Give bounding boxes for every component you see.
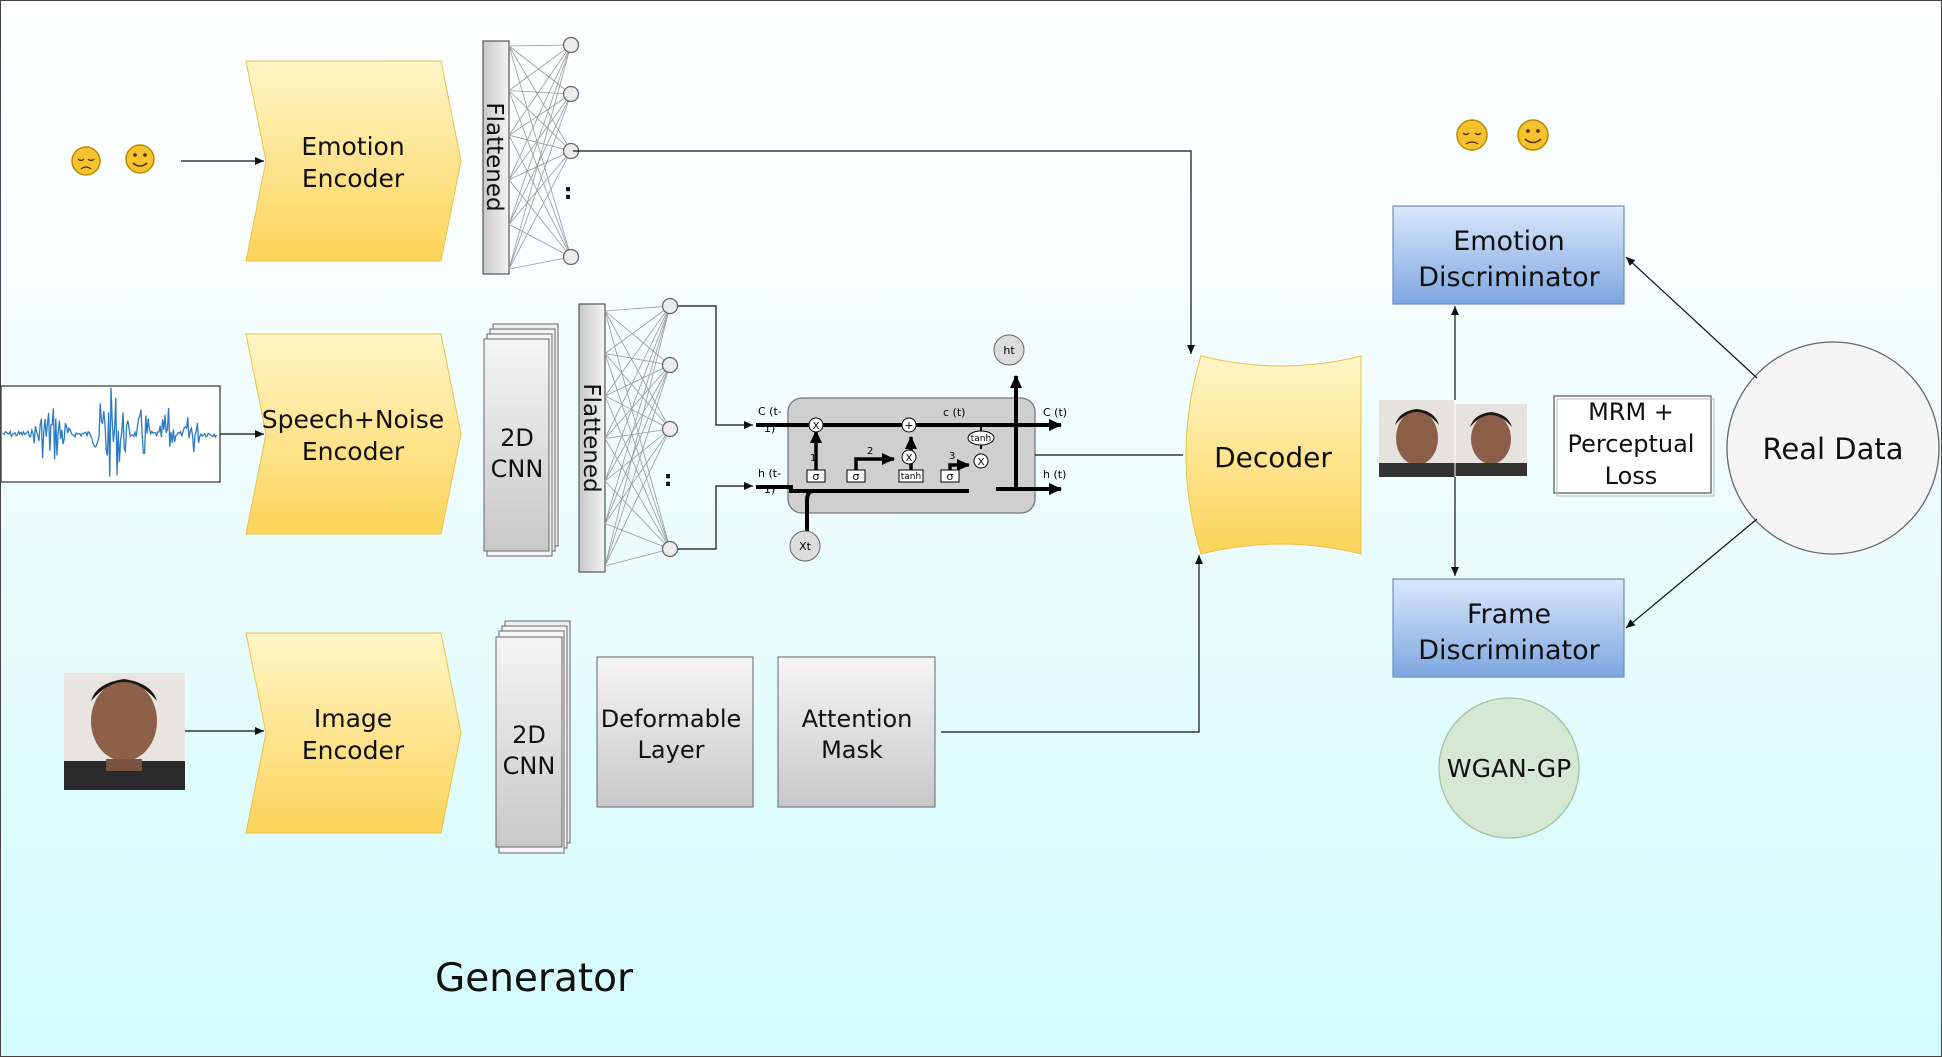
input-mult-op: X <box>906 453 913 464</box>
gate2-sigma: σ <box>853 470 860 483</box>
decoder: Decoder <box>1185 355 1362 555</box>
cnn-bottom-line2: CNN <box>503 752 556 780</box>
emotion-to-decoder-arrow <box>573 150 1195 354</box>
net-to-lstm-cell-arrow <box>678 305 753 429</box>
speech-waveform <box>1 385 221 483</box>
attention-line2: Mask <box>821 736 883 764</box>
real-to-frame-disc-arrow <box>1625 518 1758 629</box>
output-mult-op: X <box>978 457 985 468</box>
smile-emoji-icon <box>1517 119 1549 151</box>
network-node <box>562 85 580 103</box>
speech-encoder-line2: Encoder <box>302 437 405 466</box>
flattened-top-label: Flattened <box>481 102 507 211</box>
attention-mask: Attention Mask <box>777 656 936 808</box>
flattened-middle-label: Flattened <box>578 383 604 492</box>
cnn-bottom-line1: 2D <box>512 721 546 749</box>
speech-encoder-line1: Speech+Noise <box>262 405 444 434</box>
cnn-block-bottom: 2D CNN <box>495 620 571 854</box>
lstm-ht-label: ht <box>1003 344 1015 357</box>
loss-box: MRM + Perceptual Loss <box>1553 395 1715 497</box>
real-data-node: Real Data <box>1726 341 1940 555</box>
generator-caption: Generator <box>435 956 634 1001</box>
emotion-disc-line2: Discriminator <box>1418 262 1600 293</box>
frame-disc-line2: Discriminator <box>1418 635 1600 666</box>
network-node <box>562 248 580 266</box>
frame-discriminator: Frame Discriminator <box>1392 578 1625 678</box>
image-encoder-line2: Encoder <box>302 736 405 765</box>
wgan-label: WGAN-GP <box>1447 754 1571 783</box>
lstm-c-mid: c (t) <box>943 406 965 419</box>
network-node <box>661 356 679 374</box>
image-encoder-line1: Image <box>314 704 392 733</box>
cell-plus-op: + <box>904 419 913 432</box>
frame-disc-line1: Frame <box>1467 599 1551 630</box>
ellipsis-top: : <box>564 180 573 205</box>
deformable-line2: Layer <box>638 736 705 764</box>
input-face-image <box>64 673 185 790</box>
network-node <box>661 540 679 558</box>
lstm-c-prev: C (t- <box>758 405 782 418</box>
emotion-encoder-line1: Emotion <box>301 132 404 161</box>
sad-emoji-icon <box>1456 119 1488 151</box>
lstm-h-out: h (t) <box>1043 468 1066 481</box>
deformable-line1: Deformable <box>601 705 742 733</box>
image-encoder: Image Encoder <box>245 632 462 834</box>
flattened-layer-middle: Flattened <box>578 303 606 573</box>
sad-emoji-icon <box>71 146 101 176</box>
emotion-encoder-line2: Encoder <box>302 164 405 193</box>
speech-noise-encoder: Speech+Noise Encoder <box>245 333 462 535</box>
decoder-label: Decoder <box>1214 441 1332 474</box>
net-to-lstm-hidden-arrow <box>678 482 753 550</box>
gate2-number: 2 <box>867 446 873 457</box>
real-data-label: Real Data <box>1763 432 1904 466</box>
attention-to-decoder-arrow <box>941 555 1203 733</box>
generated-frame-2 <box>1455 404 1527 476</box>
flattened-layer-top: Flattened <box>481 40 510 275</box>
network-node <box>661 297 679 315</box>
loss-line1: MRM + <box>1588 398 1674 426</box>
gate1-sigma: σ <box>813 470 820 483</box>
attention-line1: Attention <box>802 705 913 733</box>
cnn-middle-line2: CNN <box>491 455 544 483</box>
dense-network-middle <box>604 297 679 567</box>
gate1-number: 1 <box>810 453 816 464</box>
cnn-block-middle: 2D CNN <box>483 323 559 557</box>
gate3-number: 3 <box>949 451 955 462</box>
forget-mult-op: X <box>813 421 820 432</box>
cell-tanh-label: tanh <box>971 434 991 444</box>
cnn-middle-line1: 2D <box>500 424 534 452</box>
real-to-emotion-disc-arrow <box>1625 256 1758 379</box>
deformable-layer: Deformable Layer <box>596 656 754 808</box>
generated-frame-1 <box>1379 400 1455 477</box>
gate3-sigma: σ <box>947 470 954 483</box>
dense-network-top <box>508 36 580 270</box>
ellipsis-middle: : <box>664 467 673 492</box>
lstm-h-prev2: 1) <box>764 483 775 496</box>
lstm-xt-label: Xt <box>799 540 812 553</box>
emotion-disc-line1: Emotion <box>1453 226 1565 257</box>
network-node <box>661 420 679 438</box>
smile-emoji-icon <box>125 144 155 174</box>
tanh-gate-label: tanh <box>901 472 921 482</box>
lstm-cell: σ 1 σ 2 tanh σ 3 tanh X + X X C (t- 1) h… <box>756 334 1067 562</box>
lstm-c-out: C (t) <box>1043 406 1067 419</box>
network-node <box>562 36 580 54</box>
emotion-encoder: Emotion Encoder <box>245 60 462 262</box>
loss-line2: Perceptual <box>1568 430 1695 458</box>
lstm-c-prev2: 1) <box>764 422 775 435</box>
emotion-discriminator: Emotion Discriminator <box>1392 205 1625 305</box>
loss-line3: Loss <box>1605 462 1658 490</box>
wgan-gp-node: WGAN-GP <box>1438 697 1580 839</box>
lstm-h-prev: h (t- <box>758 467 781 480</box>
